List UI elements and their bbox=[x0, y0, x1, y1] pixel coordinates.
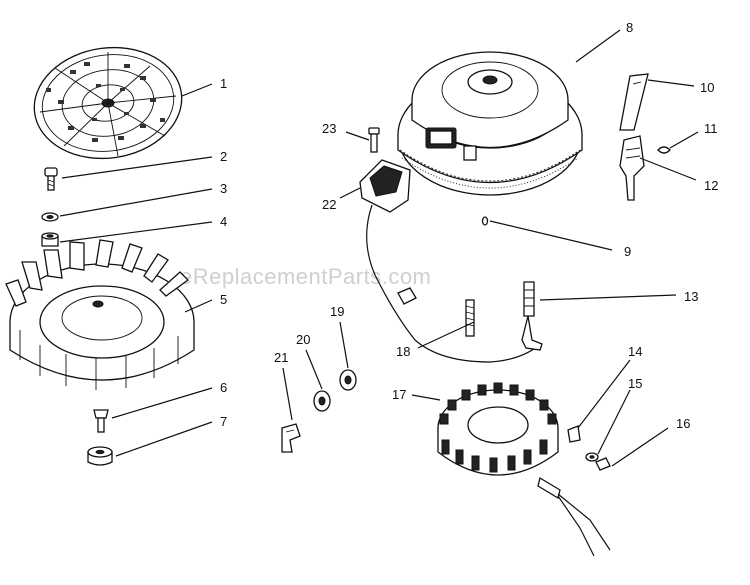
part-stud bbox=[465, 299, 475, 337]
part-flywheel bbox=[397, 51, 583, 196]
part-hub-spacer bbox=[87, 446, 113, 466]
callout-22: 22 bbox=[322, 197, 336, 212]
part-clip bbox=[619, 73, 649, 131]
part-module-screw bbox=[368, 127, 380, 153]
part-fan-screw bbox=[93, 409, 109, 433]
callout-14: 14 bbox=[628, 344, 642, 359]
part-ignition-module bbox=[359, 159, 539, 363]
part-washer bbox=[41, 212, 59, 222]
part-stator bbox=[437, 382, 611, 557]
callout-2: 2 bbox=[220, 149, 227, 164]
callout-12: 12 bbox=[704, 178, 718, 193]
callout-11: 11 bbox=[704, 121, 718, 136]
callout-5: 5 bbox=[220, 292, 227, 307]
part-terminal bbox=[521, 281, 543, 351]
part-washer-medium bbox=[313, 390, 331, 412]
part-stator-screw bbox=[595, 457, 611, 471]
part-pin bbox=[481, 216, 489, 226]
callout-19: 19 bbox=[330, 304, 344, 319]
callout-1: 1 bbox=[220, 76, 227, 91]
part-cooling-fan bbox=[5, 239, 195, 390]
callout-8: 8 bbox=[626, 20, 633, 35]
callout-18: 18 bbox=[396, 344, 410, 359]
part-terminal-clip bbox=[281, 423, 301, 453]
part-screen-grille bbox=[33, 46, 183, 160]
callout-17: 17 bbox=[392, 387, 406, 402]
leader-lines bbox=[59, 29, 699, 467]
callout-10: 10 bbox=[700, 80, 714, 95]
callout-7: 7 bbox=[220, 414, 227, 429]
part-bracket bbox=[619, 135, 645, 201]
callout-20: 20 bbox=[296, 332, 310, 347]
part-nut bbox=[41, 232, 59, 247]
callout-16: 16 bbox=[676, 416, 690, 431]
callout-6: 6 bbox=[220, 380, 227, 395]
watermark: eReplacementParts.com bbox=[180, 264, 431, 289]
callout-numbers: 1 2 3 4 5 6 7 8 9 10 11 12 13 14 15 16 1… bbox=[220, 20, 718, 431]
callout-23: 23 bbox=[322, 121, 336, 136]
part-spring bbox=[657, 146, 671, 154]
callout-21: 21 bbox=[274, 350, 288, 365]
part-clamp bbox=[567, 425, 581, 443]
callout-4: 4 bbox=[220, 214, 227, 229]
part-stator-washer bbox=[585, 452, 599, 462]
callout-15: 15 bbox=[628, 376, 642, 391]
callout-3: 3 bbox=[220, 181, 227, 196]
callout-9: 9 bbox=[624, 244, 631, 259]
part-washer-large bbox=[339, 369, 357, 391]
part-screw bbox=[44, 167, 58, 191]
callout-13: 13 bbox=[684, 289, 698, 304]
